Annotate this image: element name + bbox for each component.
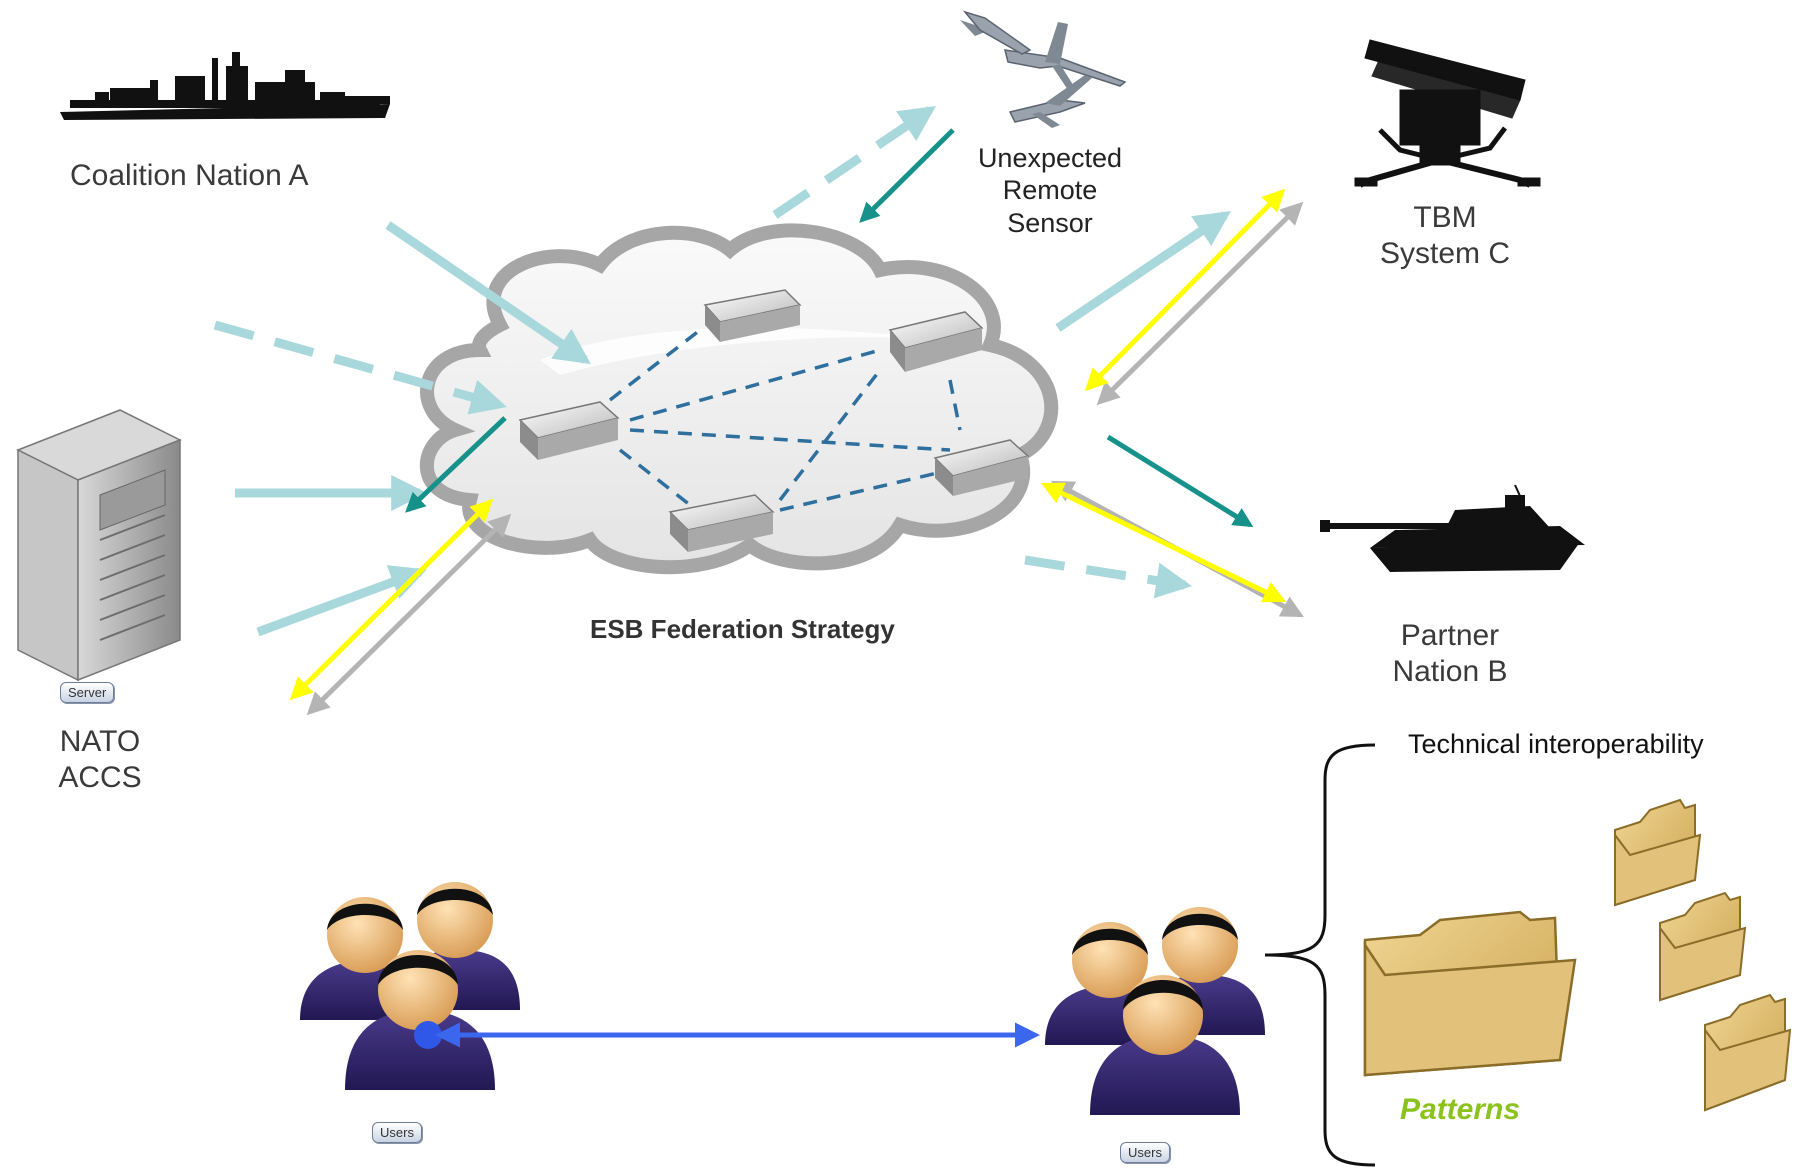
esb-label: ESB Federation Strategy xyxy=(590,614,895,644)
nato-line-2: ACCS xyxy=(58,761,142,794)
folder-icon xyxy=(1614,798,1702,907)
tbm-label: TBM System C xyxy=(1355,200,1535,272)
router-icon xyxy=(668,494,775,552)
esb-links xyxy=(608,328,962,512)
nato-line-1: NATO xyxy=(59,725,141,758)
aircraft-icon xyxy=(960,10,1127,128)
ship-icon xyxy=(60,52,390,120)
folder-icon xyxy=(1704,993,1792,1112)
tbm-line-2: System C xyxy=(1379,237,1511,270)
server-tag: Server xyxy=(60,682,115,703)
tank-icon xyxy=(1320,484,1585,572)
remote-sensor-line-1: Unexpected xyxy=(977,143,1123,173)
missile-launcher-icon xyxy=(1354,39,1541,188)
partner-line-1: Partner xyxy=(1400,619,1500,652)
esb-cloud xyxy=(419,223,1059,575)
nato-label: NATO ACCS xyxy=(30,724,170,796)
partner-line-2: Nation B xyxy=(1392,655,1508,688)
users-group-icon xyxy=(300,882,520,1090)
patterns-label: Patterns xyxy=(1400,1093,1521,1126)
folder-icon xyxy=(1363,910,1577,1077)
router-icon xyxy=(518,401,620,460)
remote-sensor-line-3: Sensor xyxy=(1007,207,1093,238)
router-icon xyxy=(703,289,802,342)
coalition-label: Coalition Nation A xyxy=(70,159,309,192)
tbm-line-1: TBM xyxy=(1413,201,1477,234)
partner-label: Partner Nation B xyxy=(1360,618,1540,690)
remote-sensor-line-2: Remote xyxy=(1002,175,1098,206)
server-icon xyxy=(16,409,182,682)
users-tag-right: Users xyxy=(1120,1142,1170,1163)
technical-interoperability-label: Technical interoperability xyxy=(1408,729,1704,759)
yellow-arrows xyxy=(289,188,1287,701)
router-icon xyxy=(933,439,1030,496)
users-group-icon xyxy=(1045,907,1265,1115)
brace xyxy=(1264,743,1376,1167)
router-icon xyxy=(888,311,984,372)
folder-icon xyxy=(1659,891,1747,1002)
remote-sensor-label: Unexpected Remote Sensor xyxy=(960,142,1140,239)
users-tag-left: Users xyxy=(372,1122,422,1143)
